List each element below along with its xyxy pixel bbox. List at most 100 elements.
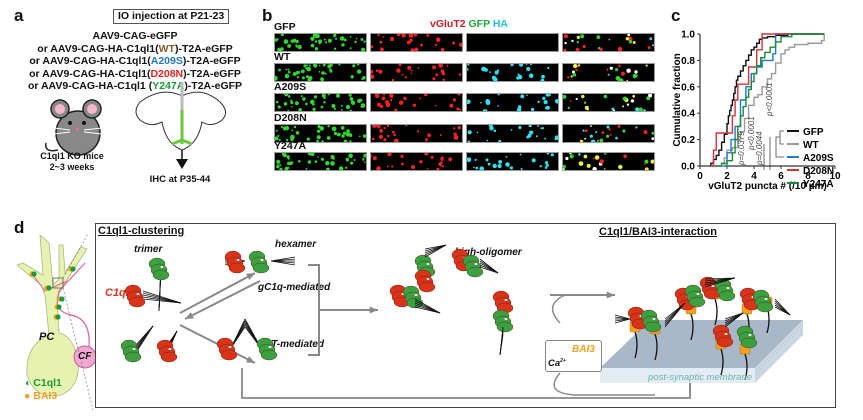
section-title-interaction: C1ql1/BAI3-interaction (599, 226, 717, 238)
row-label-wt: WT (274, 51, 291, 63)
oligo-green (492, 309, 514, 333)
row-label-y247a: Y247A (274, 140, 307, 152)
merge-bracket (308, 264, 320, 356)
section-title-clustering: C1ql1-clustering (98, 225, 185, 237)
x-tick-label: 6 (778, 171, 784, 182)
oligo-red (492, 290, 514, 314)
series-gfp (710, 33, 825, 166)
collagen-stalk (270, 260, 296, 266)
bracket (779, 130, 784, 145)
bound-green (640, 309, 662, 333)
loop-arrow (551, 294, 566, 324)
calcium-label: Ca2+ (548, 358, 566, 369)
y-tick-label: 0.8 (681, 56, 695, 67)
legend-label-y247a: Y247A (803, 179, 834, 190)
construct-variant: Y247A (152, 80, 185, 92)
legend-label-a209s: A209S (803, 153, 834, 164)
construct-line: or AAV9-CAG-HA-C1ql1(A209S)-T2A-eGFP (0, 55, 270, 68)
collagen-stalk (479, 266, 499, 274)
mouse-label: C1ql1 KO mice 2~3 weeks (32, 151, 112, 173)
cf-label: CF (78, 351, 92, 362)
synapse-markers (29, 266, 76, 320)
construct-suffix: )-T2A-eGFP (183, 67, 241, 80)
construct-variant: WT (158, 42, 175, 55)
micrograph-d208n-ha (466, 123, 560, 144)
calcium-sup: 2+ (560, 358, 566, 364)
trimer-red (124, 284, 146, 308)
pc-cell-body (16, 235, 88, 397)
oligo-green (414, 254, 436, 278)
membrane-label: post-synaptic membrane (648, 372, 753, 383)
x-tick-label: 10 (829, 171, 841, 182)
series-d208n (710, 33, 825, 167)
arrow-from-hexamer (184, 280, 261, 320)
purkinje-cell-diagram (16, 235, 97, 411)
half-moon-icon: ◖ (24, 377, 31, 389)
collagen-stalk (704, 277, 736, 288)
nt-mediated-label: NT-mediated (264, 339, 325, 350)
oligo-red (414, 269, 436, 293)
gc1q-mediated-label: gC1q-mediated (258, 282, 331, 293)
hexamer-label: hexamer (275, 239, 317, 250)
construct-line: or AAV9-CAG-HA-C1ql1(WT)-T2A-eGFP (0, 43, 270, 56)
pc-label: PC (39, 331, 55, 343)
micrograph-gfp-merge (562, 33, 655, 52)
series-wt (720, 34, 825, 167)
panel-d-letter: d (14, 218, 25, 237)
ihc-label: IHC at P35-44 (149, 174, 211, 185)
panel-b-letter: b (262, 6, 273, 25)
y-tick-label: 0.6 (681, 82, 695, 93)
arrow-down-icon (176, 159, 188, 169)
row-label-d208n: D208N (274, 112, 307, 124)
panel-a-letter: a (14, 6, 24, 25)
micrograph-wt-merge (562, 63, 655, 83)
bound-green (752, 289, 774, 313)
legend-label-d208n: D208N (803, 166, 834, 177)
bai3-inset (545, 340, 602, 372)
legend-label-wt: WT (803, 140, 819, 151)
bai3-stalk (690, 313, 694, 341)
nt-red (216, 337, 238, 361)
p-value-annotation: p=0.0044 (755, 131, 764, 166)
micrograph-a209s-ha (466, 92, 560, 113)
arrow-to-hexamer-head (246, 273, 255, 280)
micrograph-wt-ha (465, 62, 559, 83)
micrograph-d208n-vglut2 (370, 123, 463, 144)
construct-line: AAV9-CAG-eGFP (0, 30, 270, 43)
p-value-annotation: p<0.0001 (765, 82, 774, 117)
p-value-annotation: p<0.0001 (747, 116, 756, 151)
trimer-green (148, 257, 170, 281)
construct-prefix: or AAV9-CAG-HA-C1ql1( (29, 55, 151, 67)
legend-c1ql1-label: C1ql1 (33, 377, 62, 389)
collagen-stalk (499, 334, 504, 356)
bound-green (714, 278, 736, 302)
construct-line: or AAV9-CAG-HA-C1ql1(D208N)-T2A-eGFP (0, 68, 270, 81)
micrograph-y247a-vglut2 (370, 151, 463, 172)
bai3-stalk (720, 348, 724, 376)
clustering-diagram (120, 244, 803, 399)
x-tick-label: 4 (751, 171, 757, 182)
construct-prefix: AAV9-CAG-eGFP (92, 30, 178, 42)
zoom-box (52, 277, 64, 289)
injection-box: IO injection at P21-23 (113, 9, 230, 24)
collagen-stalk (230, 326, 246, 349)
micrograph-a209s-gfp (274, 92, 367, 112)
micrograph-y247a-gfp (274, 150, 367, 171)
row-label-a209s: A209S (274, 81, 307, 93)
arrow-to-hexamer (179, 272, 256, 314)
bound-green (684, 284, 706, 308)
mouse-icon (45, 99, 103, 156)
hexamer-green (248, 250, 270, 274)
micrograph-wt-vglut2 (369, 62, 463, 82)
legend-bai3-label: BAI3 (33, 390, 58, 402)
membrane-side (755, 320, 803, 383)
channel-ha: HA (492, 18, 509, 30)
bai3-stalk (654, 333, 658, 361)
oligo-green (402, 285, 424, 309)
arrow-to-nt-head (246, 356, 255, 363)
trimer-red (156, 339, 178, 363)
micrograph-d208n-merge (562, 124, 655, 145)
loop-arrow (553, 372, 655, 396)
arrow-from-hexamer-head (185, 312, 194, 319)
